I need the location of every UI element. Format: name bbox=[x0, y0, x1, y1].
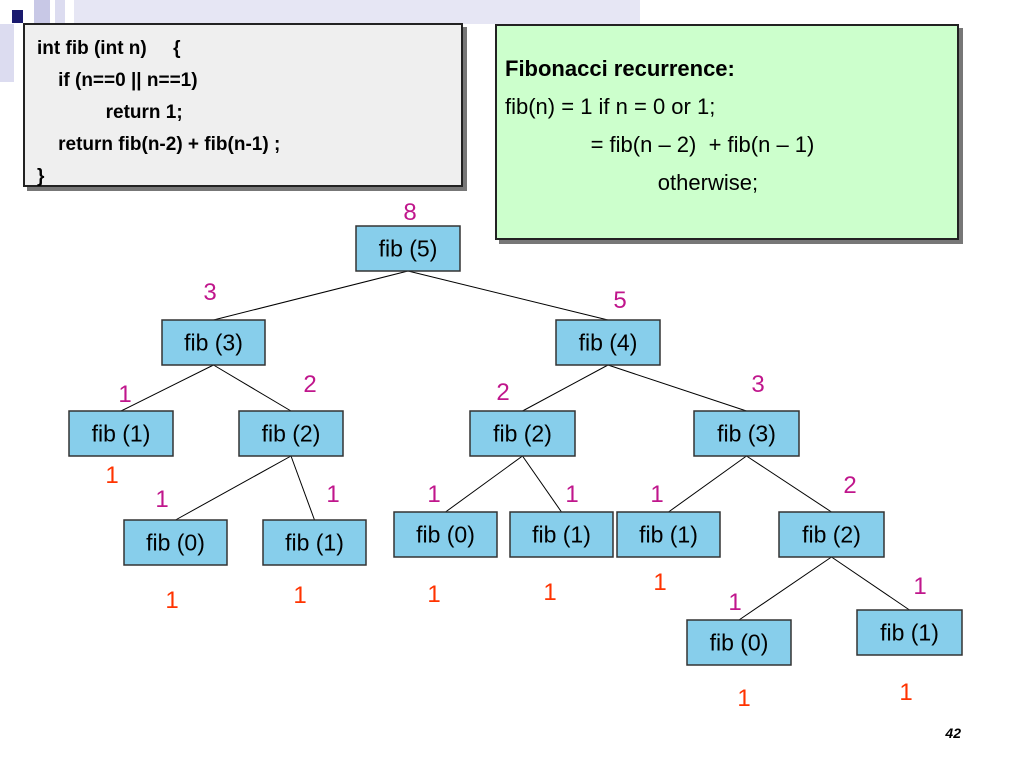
node-label: fib (0) bbox=[416, 522, 475, 548]
tree-node: fib (3) bbox=[161, 319, 266, 366]
node-box bbox=[616, 511, 721, 558]
tree-edge bbox=[522, 364, 609, 412]
return-value-label: 2 bbox=[843, 472, 856, 499]
node-label: fib (2) bbox=[802, 522, 861, 548]
slide-side-decoration bbox=[0, 24, 16, 84]
tree-node: fib (2) bbox=[238, 410, 344, 457]
node-box bbox=[693, 410, 800, 457]
node-label: fib (1) bbox=[532, 522, 591, 548]
return-value-label: 5 bbox=[613, 287, 626, 314]
node-box bbox=[262, 519, 367, 566]
recurrence-line: otherwise; bbox=[505, 170, 759, 195]
return-value-label: 1 bbox=[565, 481, 578, 508]
tree-edge bbox=[831, 556, 910, 611]
base-case-value-label: 1 bbox=[543, 579, 556, 606]
tree-node: fib (1) bbox=[509, 511, 614, 558]
tree-node: fib (1) bbox=[856, 609, 963, 656]
base-case-value-label: 1 bbox=[105, 462, 118, 489]
base-case-value-label: 1 bbox=[737, 685, 750, 712]
code-box: int fib (int n) { if (n==0 || n==1) retu… bbox=[23, 23, 463, 187]
return-value-label: 1 bbox=[728, 589, 741, 616]
tree-node: fib (1) bbox=[68, 410, 174, 457]
node-label: fib (1) bbox=[880, 620, 939, 646]
base-case-value-label: 1 bbox=[165, 587, 178, 614]
node-box bbox=[778, 511, 885, 558]
base-case-value-label: 1 bbox=[427, 581, 440, 608]
node-label: fib (0) bbox=[710, 630, 769, 656]
return-value-label: 1 bbox=[155, 486, 168, 513]
node-box bbox=[469, 410, 576, 457]
return-value-label: 1 bbox=[913, 573, 926, 600]
tree-node: fib (0) bbox=[686, 619, 792, 666]
recurrence-line: fib(n) = 1 if n = 0 or 1; bbox=[505, 94, 716, 119]
slide-corner-decoration bbox=[0, 0, 640, 24]
tree-edge bbox=[120, 364, 214, 412]
node-label: fib (1) bbox=[285, 530, 344, 556]
code-line: return fib(n-2) + fib(n-1) ; bbox=[37, 134, 281, 155]
base-case-value-label: 1 bbox=[293, 582, 306, 609]
tree-edge bbox=[445, 455, 523, 513]
tree-node: fib (1) bbox=[262, 519, 367, 566]
tree-edge bbox=[607, 364, 747, 412]
node-box bbox=[686, 619, 792, 666]
tree-edge bbox=[746, 455, 832, 513]
node-label: fib (3) bbox=[184, 330, 243, 356]
node-label: fib (4) bbox=[579, 330, 638, 356]
tree-node: fib (5) bbox=[355, 225, 461, 272]
tree-node: fib (4) bbox=[555, 319, 661, 366]
node-label: fib (1) bbox=[92, 421, 151, 447]
recurrence-title: Fibonacci recurrence: bbox=[505, 56, 735, 81]
node-box bbox=[509, 511, 614, 558]
tree-node: fib (0) bbox=[123, 519, 228, 566]
tree-node: fib (3) bbox=[693, 410, 800, 457]
code-line: return 1; bbox=[37, 102, 183, 123]
return-value-label: 1 bbox=[427, 481, 440, 508]
code-line: } bbox=[37, 166, 45, 187]
node-label: fib (3) bbox=[717, 421, 776, 447]
node-box bbox=[393, 511, 498, 558]
node-box bbox=[355, 225, 461, 272]
node-box bbox=[123, 519, 228, 566]
return-value-label: 1 bbox=[118, 381, 131, 408]
return-value-label: 1 bbox=[650, 481, 663, 508]
recurrence-line: = fib(n – 2) + fib(n – 1) bbox=[505, 132, 815, 157]
node-label: fib (2) bbox=[262, 421, 321, 447]
return-value-label: 2 bbox=[496, 379, 509, 406]
tree-edge bbox=[213, 270, 409, 321]
tree-edge bbox=[290, 455, 315, 521]
node-box bbox=[238, 410, 344, 457]
base-case-value-label: 1 bbox=[899, 679, 912, 706]
tree-edge bbox=[738, 556, 832, 621]
return-value-label: 3 bbox=[751, 371, 764, 398]
page-number: 42 bbox=[945, 725, 961, 741]
return-value-label: 8 bbox=[403, 199, 416, 226]
node-box bbox=[68, 410, 174, 457]
recurrence-box: Fibonacci recurrence: fib(n) = 1 if n = … bbox=[495, 24, 959, 240]
node-label: fib (2) bbox=[493, 421, 552, 447]
node-box bbox=[161, 319, 266, 366]
code-line: int fib (int n) { bbox=[37, 38, 181, 59]
tree-node: fib (1) bbox=[616, 511, 721, 558]
return-value-label: 2 bbox=[303, 371, 316, 398]
code-line: if (n==0 || n==1) bbox=[37, 70, 198, 91]
node-label: fib (5) bbox=[379, 236, 438, 262]
node-box bbox=[555, 319, 661, 366]
tree-node: fib (2) bbox=[778, 511, 885, 558]
return-value-label: 3 bbox=[203, 279, 216, 306]
base-case-value-label: 1 bbox=[653, 569, 666, 596]
node-box bbox=[856, 609, 963, 656]
tree-edge bbox=[213, 364, 292, 412]
return-value-label: 1 bbox=[326, 481, 339, 508]
tree-edge bbox=[407, 270, 609, 321]
tree-edge bbox=[668, 455, 747, 513]
node-label: fib (0) bbox=[146, 530, 205, 556]
tree-node: fib (2) bbox=[469, 410, 576, 457]
node-label: fib (1) bbox=[639, 522, 698, 548]
tree-edge bbox=[522, 455, 562, 513]
tree-edge bbox=[175, 455, 292, 521]
tree-node: fib (0) bbox=[393, 511, 498, 558]
